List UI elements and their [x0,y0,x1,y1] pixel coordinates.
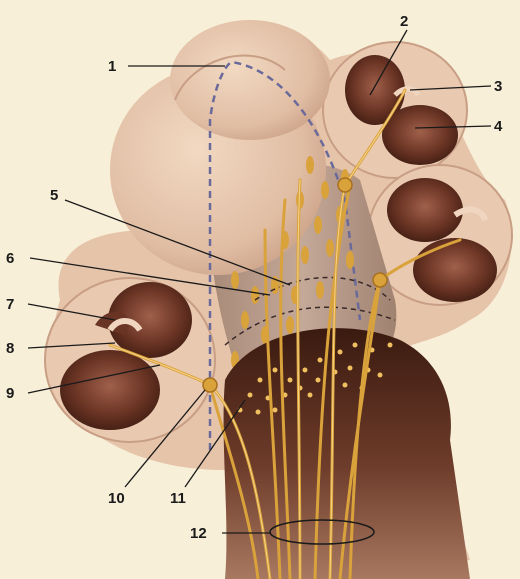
label-9: 9 [6,385,14,402]
scala-tympani-lower [60,350,160,430]
label-7: 7 [6,296,14,313]
label-11: 11 [170,490,186,507]
label-6: 6 [6,250,14,267]
scala-tympani-middle [413,238,497,302]
lower-left-turn [45,278,215,442]
label-3: 3 [494,78,502,95]
scala-vestibuli-middle [387,178,463,242]
label-5: 5 [50,187,58,204]
label-2: 2 [400,13,408,30]
basal-turn [224,328,470,579]
scala-tympani-upper [382,105,458,165]
label-1: 1 [108,58,116,75]
label-4: 4 [494,118,503,135]
label-8: 8 [6,340,14,357]
label-10: 10 [108,490,125,507]
label-12: 12 [190,525,207,542]
